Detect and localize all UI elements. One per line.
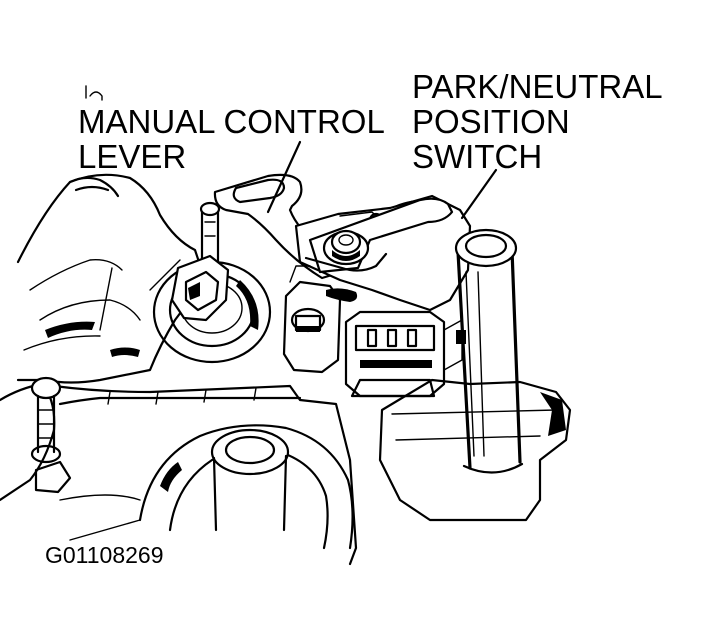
shaft-seal-boss xyxy=(152,254,272,364)
figure-id: G01108269 xyxy=(45,542,164,568)
manual-control-lever-label: MANUAL CONTROL LEVER xyxy=(78,104,385,174)
transmission-housing xyxy=(16,173,207,384)
lower-housing xyxy=(0,378,572,566)
switch-mount-bolt xyxy=(282,265,358,374)
manual-control-lever-label-line-2: LEVER xyxy=(78,138,187,175)
switch-leader xyxy=(460,168,498,220)
filler-tube xyxy=(454,228,524,474)
manual-lever-leader xyxy=(266,140,302,214)
bottom-bore xyxy=(59,424,354,550)
park-neutral-switch-label-line-3: SWITCH xyxy=(412,138,543,175)
park-neutral-switch-label-line-1: PARK/NEUTRAL xyxy=(412,68,663,105)
left-edge-bolt xyxy=(30,376,72,494)
switch-connector xyxy=(344,310,466,398)
park-neutral-switch-label-line-2: POSITION xyxy=(412,103,570,140)
lever-nut xyxy=(322,229,370,266)
manual-control-lever-label-line-1: MANUAL CONTROL xyxy=(78,103,385,140)
manual-shaft xyxy=(199,201,221,264)
park-neutral-switch-label: PARK/NEUTRAL POSITION SWITCH xyxy=(412,69,663,174)
corner-mark xyxy=(85,85,103,101)
